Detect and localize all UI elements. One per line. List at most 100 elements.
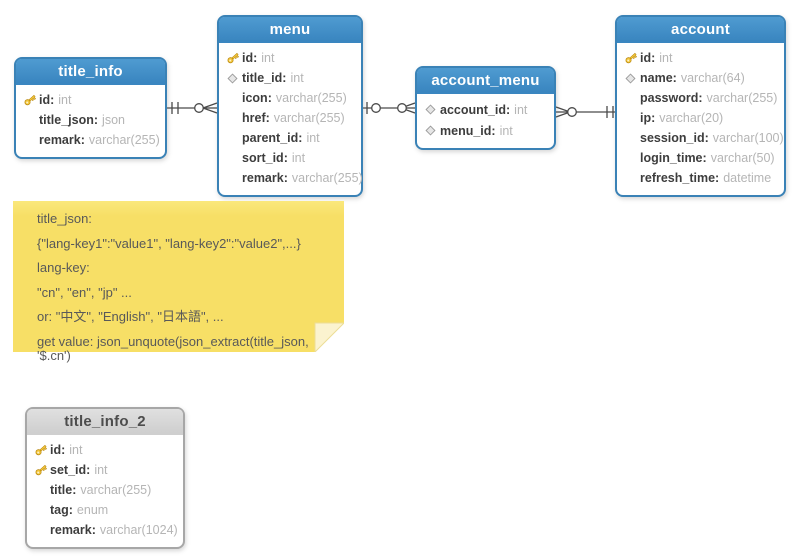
field-name: name bbox=[640, 71, 673, 85]
field-name: parent_id bbox=[242, 131, 299, 145]
table-row: sort_id: int bbox=[223, 148, 356, 168]
relationship-account_menu-account[interactable] bbox=[555, 106, 615, 118]
relationship-title_info-menu[interactable] bbox=[166, 102, 218, 114]
table-title: account_menu bbox=[417, 68, 554, 94]
table-row: remark: varchar(255) bbox=[20, 130, 160, 150]
note-folded-corner-icon bbox=[314, 322, 344, 352]
table-menu[interactable]: menu id: int title_id: int icon: varchar… bbox=[217, 15, 363, 197]
field-type: int bbox=[291, 151, 306, 165]
table-row: account_id: int bbox=[421, 99, 549, 120]
field-separator: : bbox=[283, 171, 288, 185]
table-title_info[interactable]: title_info id: int title_json: json rema… bbox=[14, 57, 167, 159]
field-separator: : bbox=[267, 91, 272, 105]
field-name: id bbox=[50, 443, 62, 457]
table-fields: id: int set_id: int title: varchar(255) … bbox=[27, 435, 183, 547]
foreign-key-diamond-icon bbox=[421, 104, 440, 115]
table-row: session_id: varchar(100) bbox=[621, 128, 784, 148]
field-name: menu_id bbox=[440, 123, 492, 138]
field-name: tag bbox=[50, 503, 69, 517]
foreign-key-diamond-icon bbox=[421, 125, 440, 136]
field-separator: : bbox=[651, 51, 656, 65]
note-line: get value: json_unquote(json_extract(tit… bbox=[37, 333, 309, 363]
field-separator: : bbox=[715, 171, 720, 185]
field-name: password bbox=[640, 91, 699, 105]
field-separator: : bbox=[68, 503, 73, 517]
field-separator: : bbox=[491, 123, 496, 138]
field-separator: : bbox=[253, 51, 258, 65]
field-name: remark bbox=[242, 171, 284, 185]
field-type: varchar(50) bbox=[710, 151, 775, 165]
field-type: int bbox=[499, 123, 513, 138]
table-title: title_info bbox=[16, 59, 165, 85]
field-name: title_json bbox=[39, 113, 94, 127]
field-separator: : bbox=[91, 523, 96, 537]
field-name: id bbox=[640, 51, 652, 65]
note-line: lang-key: bbox=[37, 260, 90, 275]
table-account[interactable]: account id: int name: varchar(64) passwo… bbox=[615, 15, 786, 197]
table-row: id: int bbox=[223, 48, 356, 68]
field-type: int bbox=[659, 51, 673, 65]
table-title: menu bbox=[219, 17, 361, 43]
field-separator: : bbox=[506, 102, 511, 117]
field-name: login_time bbox=[640, 151, 703, 165]
field-type: varchar(20) bbox=[659, 111, 724, 125]
field-type: enum bbox=[76, 503, 109, 517]
table-row: title: varchar(255) bbox=[31, 480, 178, 500]
table-row: login_time: varchar(50) bbox=[621, 148, 779, 168]
field-separator: : bbox=[298, 131, 303, 145]
relationship-menu-account_menu[interactable] bbox=[362, 102, 416, 114]
field-name: title_id bbox=[242, 71, 283, 85]
field-name: ip bbox=[640, 111, 652, 125]
field-name: href bbox=[242, 111, 266, 125]
field-separator: : bbox=[651, 111, 656, 125]
note-line: "cn", "en", "jp" ... bbox=[37, 284, 132, 300]
note-line: title_json: bbox=[37, 211, 92, 226]
primary-key-icon bbox=[20, 93, 39, 107]
table-fields: id: int title_id: int icon: varchar(255)… bbox=[219, 43, 363, 195]
field-type: int bbox=[261, 51, 275, 65]
foreign-key-diamond-icon bbox=[621, 72, 640, 84]
field-type: varchar(255) bbox=[275, 91, 347, 105]
table-fields: id: int name: varchar(64) password: varc… bbox=[617, 43, 784, 195]
field-name: remark bbox=[39, 133, 81, 147]
field-type: int bbox=[514, 102, 528, 117]
table-row: set_id: int bbox=[31, 460, 178, 480]
primary-key-icon bbox=[31, 463, 50, 477]
field-separator: : bbox=[72, 483, 77, 497]
field-separator: : bbox=[86, 463, 91, 477]
table-row: icon: varchar(255) bbox=[223, 88, 356, 108]
field-separator: : bbox=[282, 71, 287, 85]
table-row: parent_id: int bbox=[223, 128, 356, 148]
table-row: remark: varchar(1024) bbox=[31, 520, 178, 540]
note-line: or: "中文", "English", "日本語", ... bbox=[37, 309, 224, 324]
field-separator: : bbox=[93, 113, 99, 127]
table-row: title_json: json bbox=[20, 110, 160, 130]
field-type: int bbox=[94, 463, 108, 477]
field-separator: : bbox=[704, 131, 709, 145]
field-type: varchar(64) bbox=[680, 71, 745, 85]
table-row: id: int bbox=[20, 90, 160, 110]
table-fields: id: int title_json: json remark: varchar… bbox=[16, 85, 165, 157]
field-separator: : bbox=[698, 91, 703, 105]
table-account_menu[interactable]: account_menu account_id: int menu_id: in… bbox=[415, 66, 556, 150]
field-type: varchar(1024) bbox=[99, 523, 178, 537]
field-type: varchar(255) bbox=[88, 133, 160, 147]
field-type: int bbox=[69, 443, 83, 457]
table-title: title_info_2 bbox=[27, 409, 183, 435]
sticky-note[interactable]: title_json: {"lang-key1":"value1", "lang… bbox=[13, 201, 344, 362]
field-name: icon bbox=[242, 91, 268, 105]
note-line: {"lang-key1":"value1", "lang-key2":"valu… bbox=[37, 235, 301, 251]
field-name: set_id bbox=[50, 463, 87, 477]
table-title_info_2[interactable]: title_info_2 id: int set_id: int title: … bbox=[25, 407, 185, 549]
field-separator: : bbox=[50, 93, 55, 107]
field-separator: : bbox=[265, 111, 270, 125]
foreign-key-diamond-icon bbox=[223, 72, 242, 84]
field-name: refresh_time bbox=[640, 171, 716, 185]
field-type: json bbox=[102, 113, 125, 127]
field-type: int bbox=[290, 71, 304, 85]
table-row: menu_id: int bbox=[421, 120, 549, 141]
table-row: tag: enum bbox=[31, 500, 178, 520]
field-name: title bbox=[50, 483, 73, 497]
field-type: varchar(255) bbox=[80, 483, 152, 497]
